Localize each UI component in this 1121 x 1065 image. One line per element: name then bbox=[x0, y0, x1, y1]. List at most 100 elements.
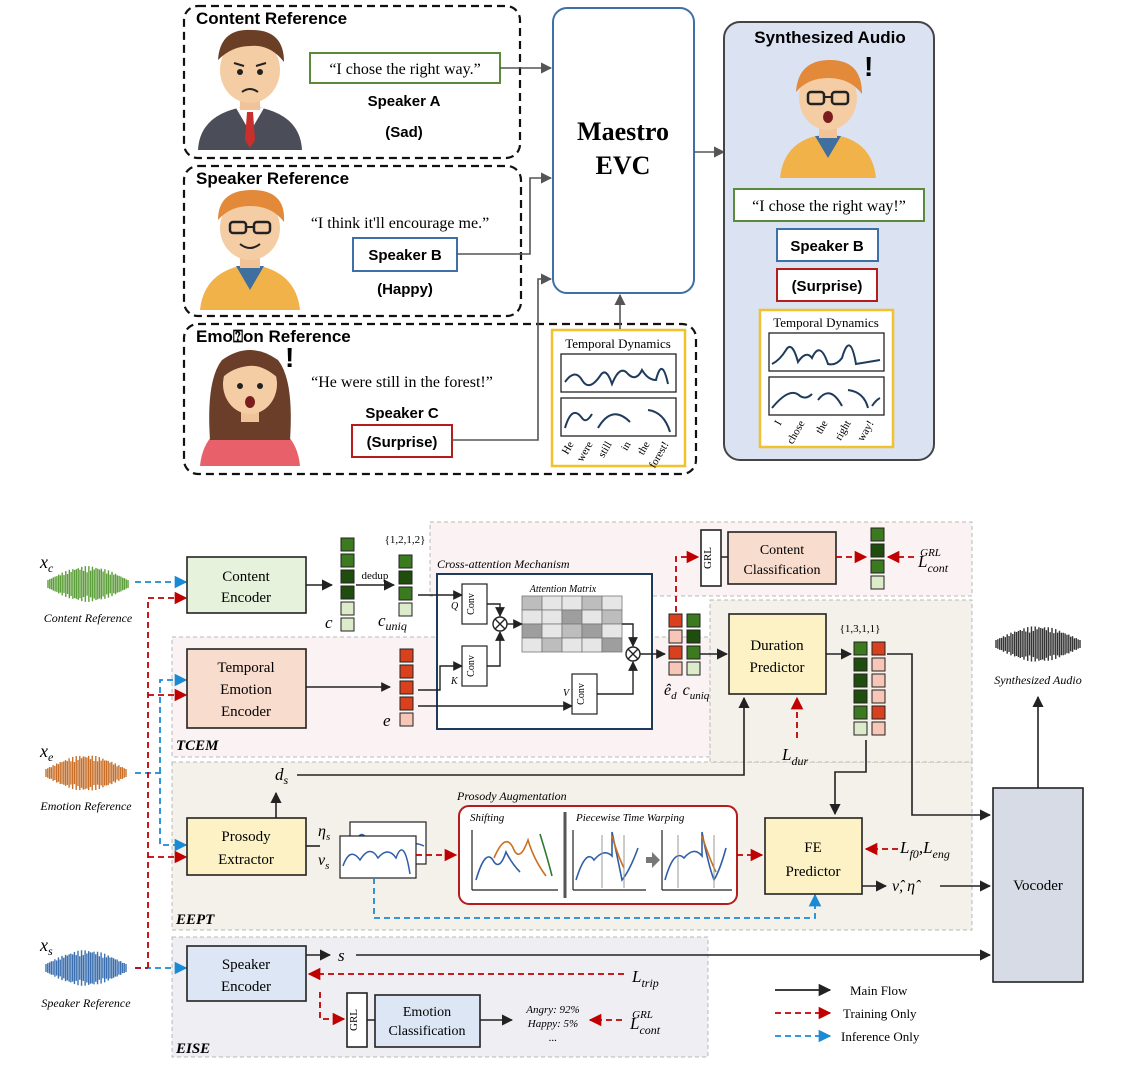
svg-text:(Surprise): (Surprise) bbox=[792, 278, 863, 295]
svg-text:Speaker B: Speaker B bbox=[790, 238, 864, 255]
attention-cell bbox=[601, 609, 623, 625]
attention-cell bbox=[581, 637, 603, 653]
content-reference-title: Content Reference bbox=[196, 9, 347, 28]
svg-text:Speaker Reference: Speaker Reference bbox=[41, 996, 131, 1010]
svg-text:Conv: Conv bbox=[466, 655, 477, 677]
speaker-quote-text: “I think it'll encourage me.” bbox=[311, 215, 489, 232]
svg-text:Speaker: Speaker bbox=[222, 957, 270, 973]
svg-text:Emotion: Emotion bbox=[220, 682, 272, 698]
svg-text:Classification: Classification bbox=[744, 563, 821, 578]
attention-cell bbox=[581, 609, 603, 625]
symbol-ds: ds bbox=[275, 765, 289, 787]
prosody-plots bbox=[339, 821, 427, 879]
synth-emotion-box bbox=[776, 268, 878, 302]
speaker-b-label: Speaker B bbox=[368, 247, 442, 264]
speaker-a-emotion: (Sad) bbox=[385, 124, 423, 141]
prosody-extractor: Prosody Extractor bbox=[186, 817, 307, 876]
fe-predictor: FE Predictor bbox=[764, 817, 863, 895]
speaker-c-label: Speaker C bbox=[365, 405, 439, 422]
emotion-reference-input: xe Emotion Reference bbox=[39, 741, 132, 813]
content-quote-text: “I chose the right way.” bbox=[329, 61, 480, 78]
section-tcem-label: TCEM bbox=[176, 738, 219, 754]
l-cont-grl-bottom: LcontGRL bbox=[629, 1009, 661, 1037]
speaker-b-avatar bbox=[200, 190, 300, 310]
l-dur-label: Ldur bbox=[781, 745, 808, 768]
svg-text:Shifting: Shifting bbox=[470, 812, 505, 824]
maestro-evc-box: Maestro EVC bbox=[552, 7, 695, 294]
attention-cell bbox=[521, 609, 543, 625]
svg-text:“I chose the right way!”: “I chose the right way!” bbox=[752, 198, 906, 215]
svg-text:Classification: Classification bbox=[389, 1024, 466, 1039]
speaker-reference-input: xs Speaker Reference bbox=[39, 935, 131, 1010]
synthesized-audio-output: Synthesized Audio bbox=[994, 626, 1082, 687]
svg-text:Conv: Conv bbox=[466, 593, 477, 615]
plots-to-fe-inference bbox=[373, 878, 822, 919]
speaker-c-emotion: (Surprise) bbox=[367, 434, 438, 451]
svg-text:Piecewise Time Warping: Piecewise Time Warping bbox=[575, 812, 685, 824]
cross-attention-mechanism: Cross-attention Mechanism Conv Conv Conv… bbox=[306, 557, 666, 730]
l-cont-grl-top: LcontGRL bbox=[917, 547, 949, 575]
word-label: the bbox=[813, 418, 830, 436]
svg-text:xe: xe bbox=[39, 741, 54, 764]
legend: Main Flow Training Only Inference Only bbox=[775, 983, 920, 1044]
emotion-reference-title: Emo⍰on Reference bbox=[196, 327, 351, 346]
svg-text:Prosody Augmentation: Prosody Augmentation bbox=[456, 789, 567, 803]
attention-cell bbox=[521, 595, 543, 611]
uniq-set: {1,2,1,2} bbox=[385, 534, 426, 546]
speaker-encoder: Speaker Encoder bbox=[186, 945, 307, 1002]
dedup-label: dedup bbox=[362, 570, 389, 582]
attention-cell bbox=[521, 637, 543, 653]
svg-text:GRL: GRL bbox=[702, 547, 714, 569]
svg-text:Emotion: Emotion bbox=[403, 1005, 451, 1020]
symbol-eta: ηs bbox=[318, 823, 330, 843]
attention-cell bbox=[581, 623, 603, 639]
content-reference-input: xc Content Reference bbox=[39, 552, 133, 625]
synthesized-audio-title: Synthesized Audio bbox=[754, 28, 905, 47]
speaker-b-box bbox=[352, 237, 458, 272]
emotion-reference-panel: Emo⍰on Reference ! “He were still in the… bbox=[182, 322, 698, 476]
svg-text:Temporal: Temporal bbox=[217, 660, 274, 676]
attention-cell bbox=[541, 595, 563, 611]
attention-cell bbox=[561, 637, 583, 653]
svg-text:xc: xc bbox=[39, 552, 54, 575]
grl-content: GRL bbox=[700, 529, 722, 587]
svg-text:Vocoder: Vocoder bbox=[1013, 878, 1063, 894]
svg-text:Predictor: Predictor bbox=[786, 864, 841, 880]
l-trip-label: Ltrip bbox=[631, 967, 659, 990]
svg-text:...: ... bbox=[549, 1032, 557, 1044]
l-f0-eng-label: Lf0,Leng bbox=[899, 838, 950, 861]
svg-text:Inference Only: Inference Only bbox=[841, 1029, 920, 1044]
svg-text:Conv: Conv bbox=[576, 683, 587, 705]
svg-text:Extractor: Extractor bbox=[218, 852, 274, 868]
svg-text:xs: xs bbox=[39, 935, 53, 958]
speaker-b-emotion: (Happy) bbox=[377, 281, 433, 298]
content-classification: Content Classification bbox=[727, 531, 837, 585]
attention-cell bbox=[561, 609, 583, 625]
top-connectors bbox=[452, 62, 726, 441]
content-encoder: Content Encoder bbox=[186, 556, 307, 614]
emotion-classification: Emotion Classification bbox=[374, 994, 481, 1048]
content-tokens-c bbox=[340, 537, 355, 632]
content-tokens-uniq bbox=[398, 554, 413, 617]
symbol-s: s bbox=[338, 946, 345, 965]
attention-cell bbox=[601, 595, 623, 611]
word-label: the bbox=[635, 439, 652, 457]
symbol-c-uniq: cuniq bbox=[378, 611, 407, 633]
content-quote-box bbox=[309, 52, 501, 84]
attention-cell bbox=[601, 637, 623, 653]
attention-cell bbox=[581, 595, 603, 611]
vocoder: Vocoder bbox=[992, 787, 1084, 983]
svg-text:Content: Content bbox=[222, 569, 270, 585]
svg-text:Predictor: Predictor bbox=[750, 660, 805, 676]
emotion-probabilities: Angry: 92% Happy: 5% ... bbox=[525, 1004, 579, 1044]
synth-quote-box bbox=[733, 188, 925, 222]
duration-predictor: Duration Predictor bbox=[728, 613, 827, 695]
synth-speaker-box bbox=[776, 228, 879, 262]
svg-text:Synthesized Audio: Synthesized Audio bbox=[994, 673, 1081, 687]
content-class-output-tokens bbox=[870, 527, 885, 590]
svg-text:Cross-attention Mechanism: Cross-attention Mechanism bbox=[437, 557, 570, 571]
svg-text:Happy: 5%: Happy: 5% bbox=[527, 1018, 578, 1030]
